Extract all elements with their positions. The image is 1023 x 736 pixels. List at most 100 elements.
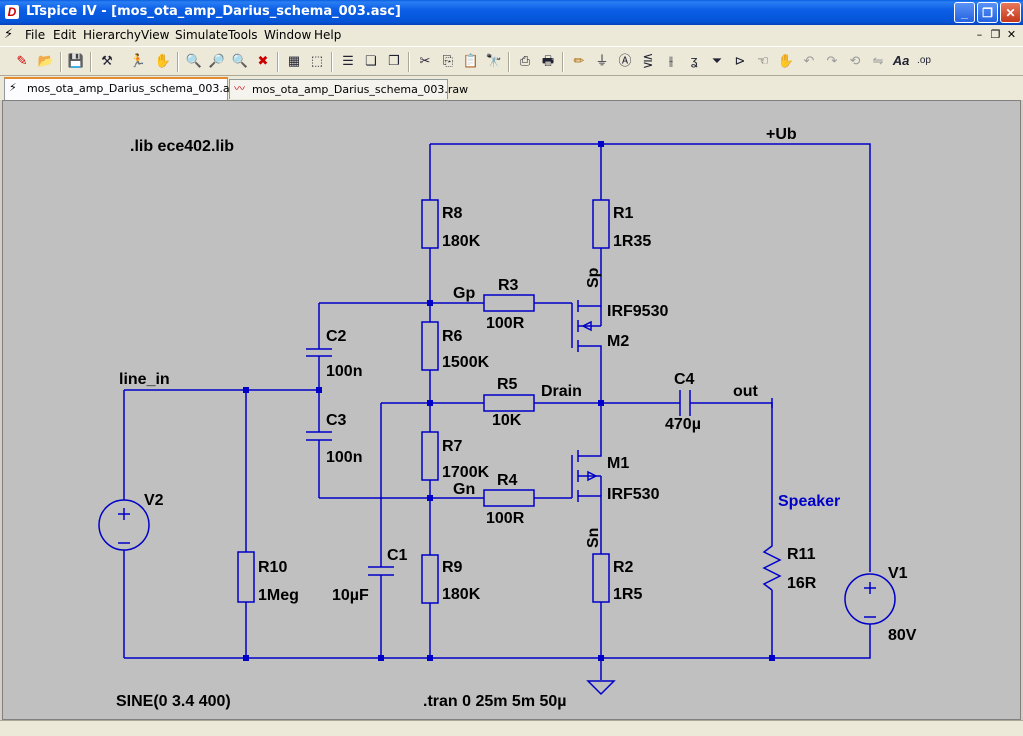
resistor-r4[interactable] <box>483 489 535 507</box>
resistor-r5[interactable] <box>483 394 535 412</box>
close-button[interactable]: ✕ <box>1000 2 1021 23</box>
component-icon[interactable]: ⊳ <box>734 53 746 68</box>
ltspice-app-icon[interactable]: D <box>5 5 19 19</box>
lib-directive[interactable]: .lib ece402.lib <box>130 138 234 155</box>
draw-wire-icon[interactable]: ✏ <box>573 53 585 68</box>
menu-view[interactable]: View <box>141 28 170 42</box>
resistor-r9[interactable] <box>421 554 439 604</box>
r10-value: 1Meg <box>258 587 299 604</box>
capacitor-c2[interactable] <box>306 348 332 357</box>
fit-icon[interactable]: ⬚ <box>310 53 324 68</box>
resistor-r1[interactable] <box>592 199 610 249</box>
menu-simulate[interactable]: Simulate <box>175 28 229 42</box>
tab-waveform[interactable]: 〰 mos_ota_amp_Darius_schema_003.raw <box>229 79 468 99</box>
mdi-close-button[interactable]: ✕ <box>1006 28 1017 41</box>
voltage-source-v1[interactable] <box>844 573 896 625</box>
r3-name: R3 <box>498 277 519 294</box>
find-icon[interactable]: 🔭 <box>485 53 503 68</box>
zoom-cancel-icon[interactable]: ✖ <box>257 53 269 68</box>
menu-window[interactable]: Window <box>264 28 312 42</box>
move-icon[interactable]: ☜ <box>757 53 769 68</box>
print-icon[interactable]: 🖶 <box>541 53 555 68</box>
zoom-pan-icon[interactable]: 🔎 <box>208 53 226 68</box>
menu-tools[interactable]: Tools <box>228 28 258 42</box>
capacitor-c3[interactable] <box>306 431 332 441</box>
label-net-icon[interactable]: Ⓐ <box>618 53 632 68</box>
resistor-r6[interactable] <box>421 321 439 371</box>
status-bar <box>0 720 1023 736</box>
diode-icon[interactable]: ⏷ <box>711 53 723 68</box>
hammer-icon[interactable]: ⚒ <box>101 53 113 68</box>
rotate-icon[interactable]: ⟲ <box>849 53 861 68</box>
child-window-icon[interactable]: ⚡ <box>4 27 14 42</box>
minimize-button[interactable]: _ <box>954 2 975 23</box>
c3-name: C3 <box>326 412 347 429</box>
r8-name: R8 <box>442 205 463 222</box>
spice-directive-icon[interactable]: .op <box>917 55 931 66</box>
net-drain[interactable]: Drain <box>541 383 582 400</box>
sine-directive[interactable]: SINE(0 3.4 400) <box>116 693 231 710</box>
tile-horizontal-icon[interactable]: ☰ <box>342 53 354 68</box>
m1-value: IRF530 <box>607 486 660 503</box>
autorange-icon[interactable]: ▦ <box>287 53 301 68</box>
resistor-icon[interactable]: ⋚ <box>642 53 654 68</box>
mdi-restore-button[interactable]: ❐ <box>990 28 1001 41</box>
net-sp[interactable]: Sp <box>585 267 602 288</box>
inductor-icon[interactable]: ʓ <box>690 53 698 68</box>
resistor-r7[interactable] <box>421 431 439 481</box>
r6-value: 1500K <box>442 354 490 371</box>
mdi-minimize-button[interactable]: – <box>976 28 983 41</box>
net-out[interactable]: out <box>733 383 759 400</box>
menu-file[interactable]: File <box>25 28 46 42</box>
close-all-icon[interactable]: ❐ <box>388 53 400 68</box>
r9-name: R9 <box>442 559 463 576</box>
text-icon[interactable]: Aa <box>892 53 910 68</box>
mirror-icon[interactable]: ⇋ <box>872 53 884 68</box>
capacitor-icon[interactable]: ⫲ <box>668 53 674 68</box>
maximize-button[interactable]: ❐ <box>977 2 998 23</box>
open-icon[interactable]: 📂 <box>37 53 55 68</box>
menu-help[interactable]: Help <box>314 28 342 42</box>
capacitor-c4[interactable] <box>679 390 691 416</box>
net-gp[interactable]: Gp <box>453 285 475 302</box>
net-sn[interactable]: Sn <box>585 528 602 548</box>
new-schematic-icon[interactable]: ✎ <box>16 53 28 68</box>
undo-icon[interactable]: ↶ <box>803 53 815 68</box>
resistor-r3[interactable] <box>483 294 535 312</box>
cascade-icon[interactable]: ❏ <box>365 53 377 68</box>
drag-icon[interactable]: ✋ <box>777 53 795 68</box>
mosfet-m2[interactable] <box>571 295 602 356</box>
menu-edit[interactable]: Edit <box>53 28 77 42</box>
ground-icon[interactable]: ⏚ <box>595 53 609 68</box>
resistor-r8[interactable] <box>421 199 439 249</box>
copy-icon[interactable]: ⎘ <box>442 53 454 68</box>
zoom-out-icon[interactable]: 🔍 <box>231 53 249 68</box>
cut-icon[interactable]: ✂ <box>419 53 431 68</box>
run-icon[interactable]: 🏃 <box>129 53 147 68</box>
menu-hierarchy[interactable]: Hierarchy <box>83 28 142 42</box>
title-bar: D LTspice IV - [mos_ota_amp_Darius_schem… <box>0 0 1023 25</box>
resistor-r10[interactable] <box>237 551 255 603</box>
menu-bar: ⚡ File Edit Hierarchy View Simulate Tool… <box>0 25 1023 46</box>
ground-symbol[interactable] <box>586 680 616 696</box>
schematic-drawing[interactable]: .lib ece402.lib +Ub R8 180K R1 1R35 R3 1… <box>3 101 1020 719</box>
save-icon[interactable]: 💾 <box>67 53 85 68</box>
mosfet-m1[interactable] <box>571 450 602 506</box>
paste-icon[interactable]: 📋 <box>462 53 480 68</box>
r6-name: R6 <box>442 328 463 345</box>
resistor-r11[interactable] <box>762 540 782 591</box>
capacitor-c1[interactable] <box>368 566 394 576</box>
c2-name: C2 <box>326 328 347 345</box>
net-line-in[interactable]: line_in <box>119 371 170 388</box>
schematic-canvas[interactable]: .lib ece402.lib +Ub R8 180K R1 1R35 R3 1… <box>2 100 1021 720</box>
net-ub[interactable]: +Ub <box>766 126 797 143</box>
print-setup-icon[interactable]: ⎙ <box>519 53 531 68</box>
redo-icon[interactable]: ↷ <box>826 53 838 68</box>
tran-directive[interactable]: .tran 0 25m 5m 50µ <box>423 693 567 710</box>
resistor-r2[interactable] <box>592 553 610 603</box>
voltage-source-v2[interactable] <box>98 499 150 551</box>
zoom-in-icon[interactable]: 🔍 <box>185 53 203 68</box>
halt-icon[interactable]: ✋ <box>154 53 172 68</box>
net-gn[interactable]: Gn <box>453 481 475 498</box>
tab-schematic[interactable]: ⚡ mos_ota_amp_Darius_schema_003.asc <box>4 77 241 100</box>
